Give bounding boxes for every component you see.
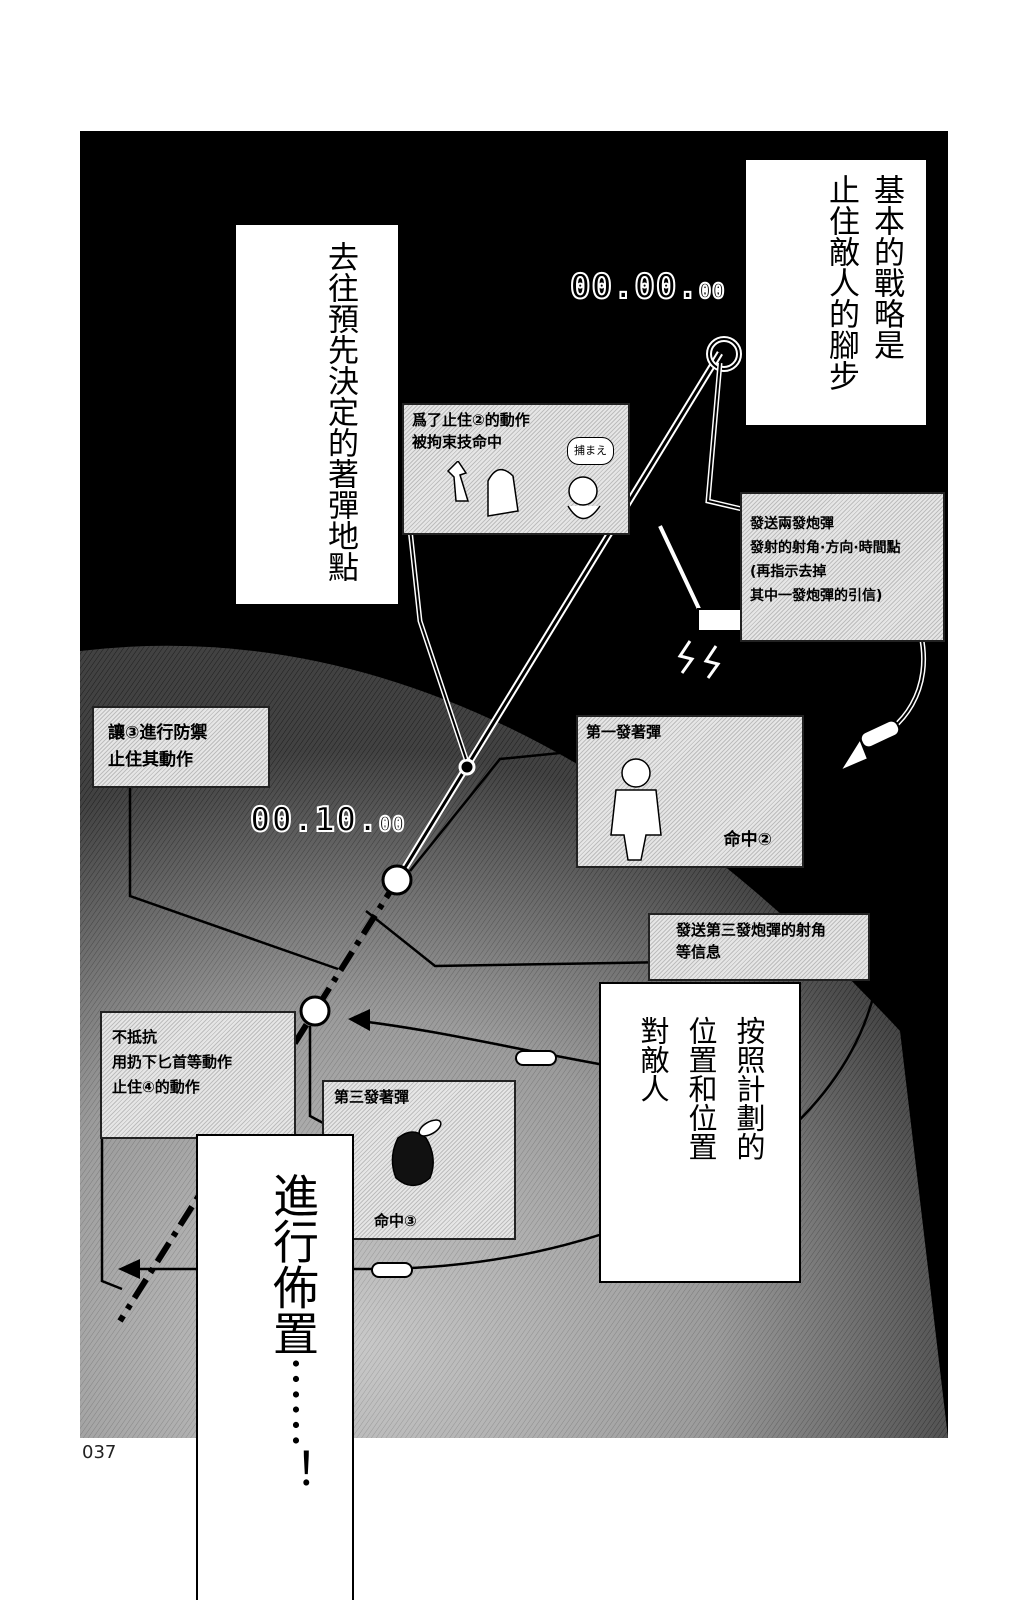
note-restrained: 爲了止住②的動作 被拘束技命中 捕まえ — [402, 403, 630, 535]
connector-first — [365, 910, 731, 968]
shell-arrow-2 — [359, 1019, 611, 1068]
note-third-shell: 第三發著彈 命中③ — [322, 1080, 516, 1240]
timer-mid: 00.10.00 — [249, 799, 406, 841]
narration-vs-enemy: 按照計劃的 位置和位置 對敵人 — [599, 982, 801, 1283]
connector-noresist — [100, 1139, 123, 1291]
timer-top: 00.00.00 — [569, 266, 726, 308]
note-first-shell: 第一發著彈 命中② — [576, 715, 804, 868]
connector-defend — [128, 786, 339, 971]
page-number: 037 — [82, 1442, 117, 1463]
node-low — [299, 995, 331, 1027]
node-mid — [381, 864, 413, 896]
note-defend-3: 讓③進行防禦 止住其動作 — [92, 706, 270, 788]
restrained-illustration — [446, 461, 601, 520]
node-small — [458, 758, 476, 776]
first-shell-illustration — [610, 758, 662, 861]
connector-first-shell — [409, 749, 581, 872]
note-send-third: 發送第三發炮彈的射角 等信息 — [648, 913, 870, 981]
note-send-two-shells: 發送兩發炮彈 發射的射角·方向·時間點 (再指示去掉 其中一發炮彈的引信) — [740, 492, 945, 642]
narration-go-to-landing: 去往預先決定的著彈地點 — [234, 223, 400, 606]
signal-device-icon — [658, 525, 747, 679]
note-no-resist: 不抵抗 用扔下匕首等動作 止住④的動作 — [100, 1011, 296, 1139]
narration-basic-strategy: 基本的戰略是 止住敵人的腳步 — [744, 158, 928, 427]
restrained-sfx: 捕まえ — [567, 437, 614, 465]
narration-set-up: 進行佈置⋯⋯！ — [196, 1134, 354, 1600]
third-shell-illustration — [391, 1119, 442, 1187]
